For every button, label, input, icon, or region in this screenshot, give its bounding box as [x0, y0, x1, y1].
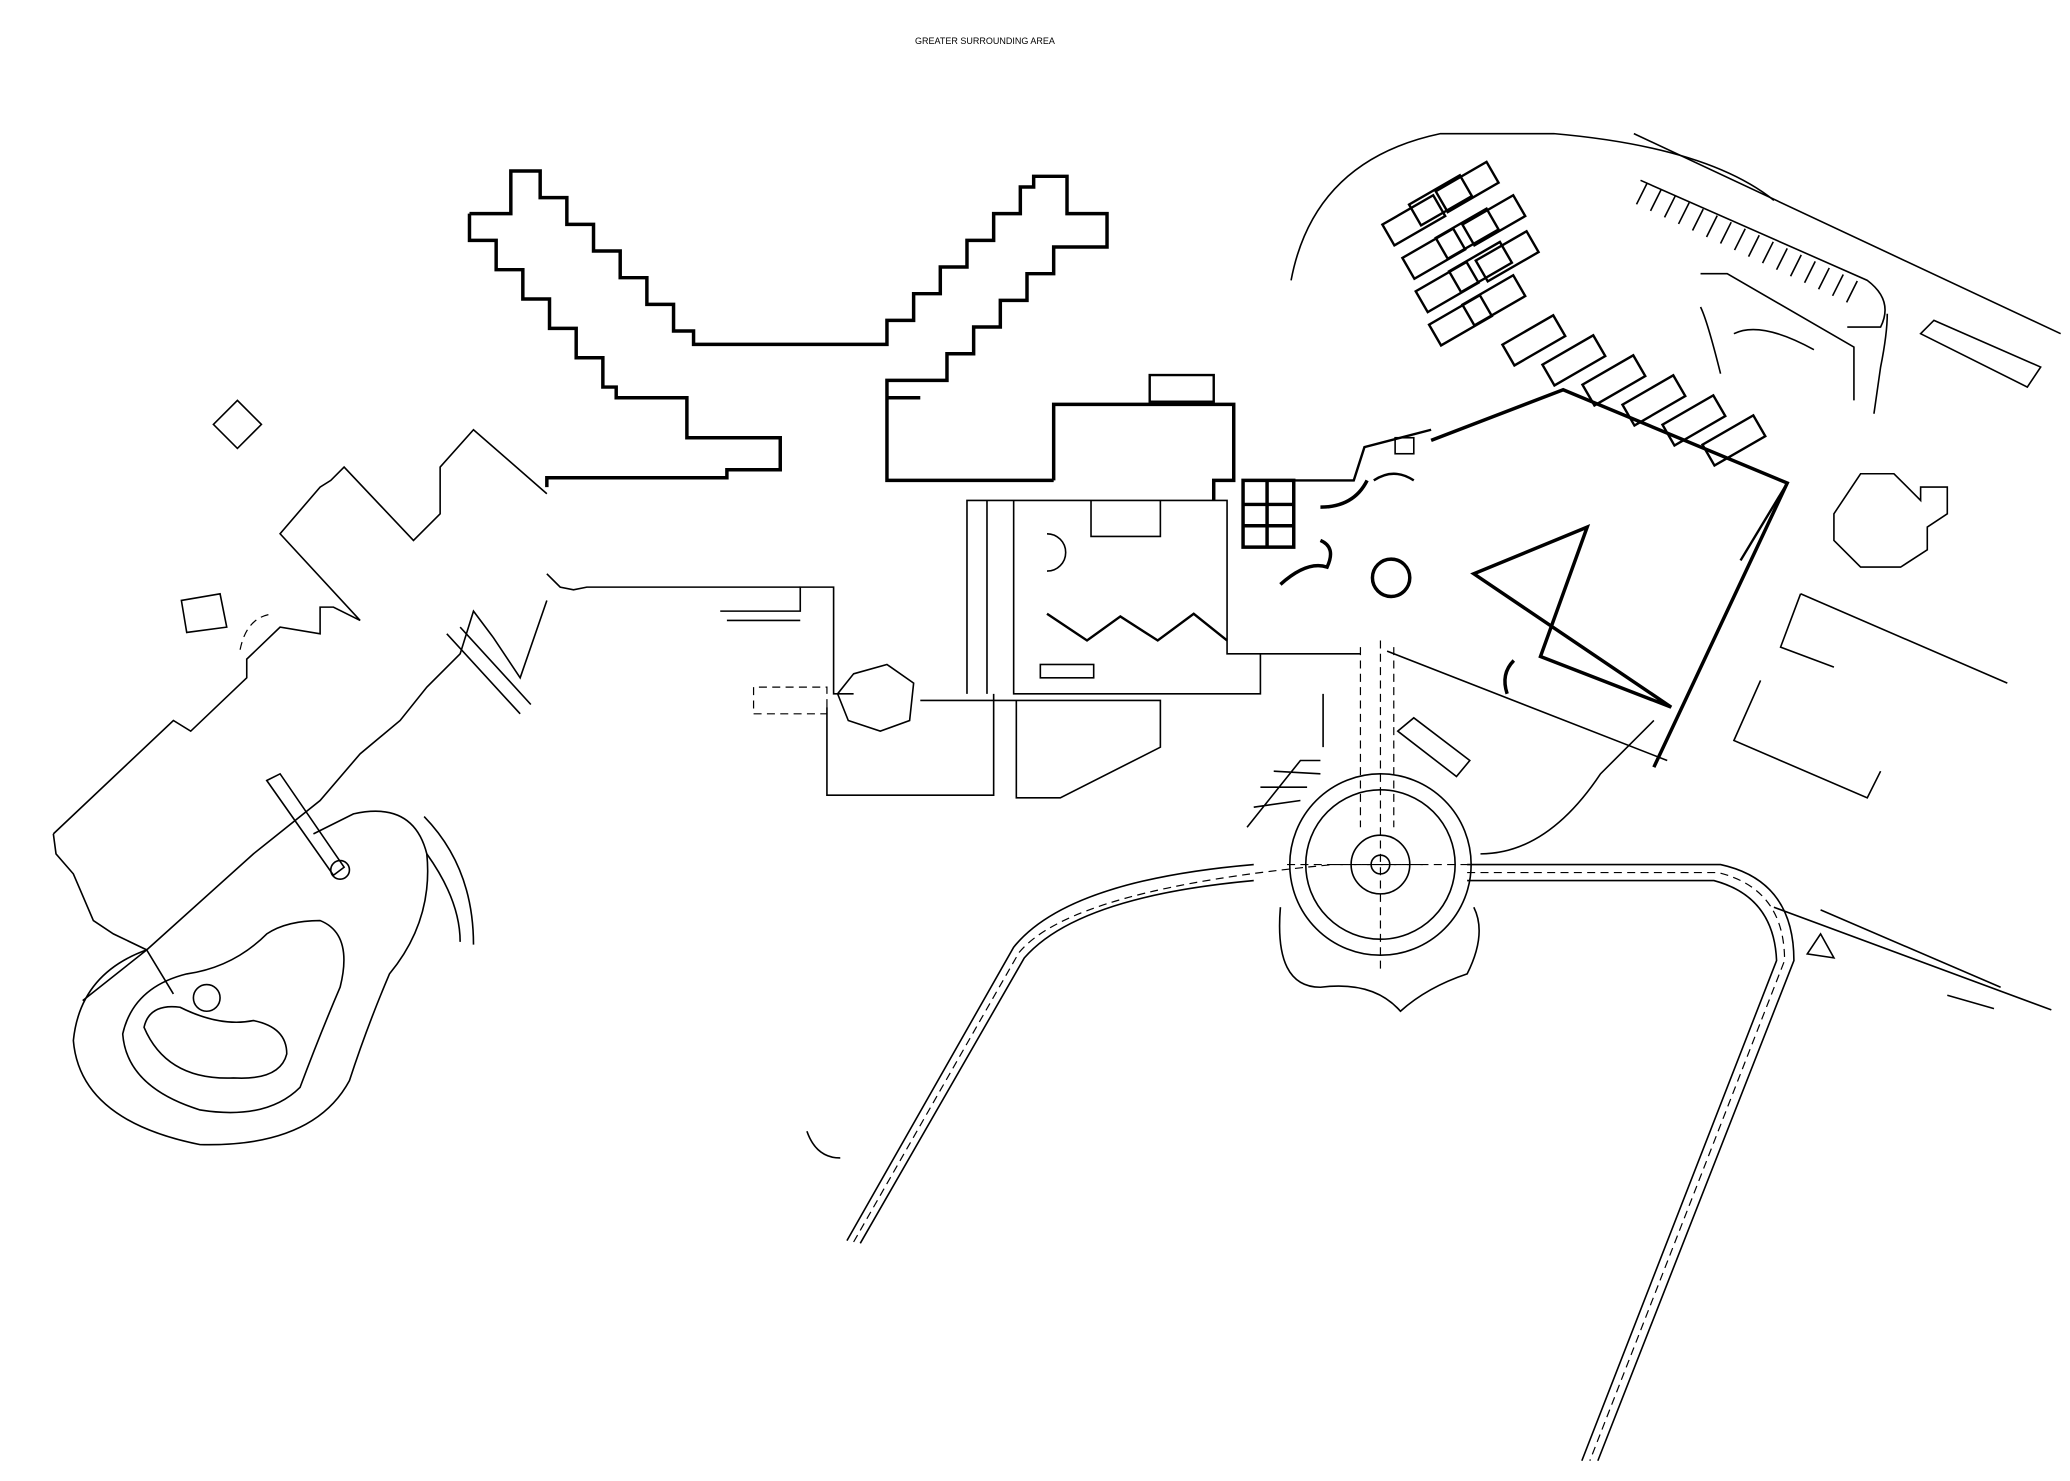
housing-block [1460, 273, 1527, 328]
housing-block [1620, 373, 1687, 428]
housing-block [1500, 313, 1567, 368]
housing-block [1700, 413, 1767, 468]
housing-block [1460, 193, 1527, 248]
drawing-title: GREATER SURROUNDING AREA [915, 36, 1055, 46]
parking-area [1633, 132, 2062, 414]
right-main-building [1290, 132, 1790, 768]
east-buildings [1732, 472, 2008, 799]
housing-block [1434, 160, 1501, 214]
housing-block [1427, 293, 1494, 348]
garden-pool-area [72, 772, 475, 1146]
housing-block [1380, 193, 1447, 248]
housing-block [1400, 226, 1467, 281]
stacked-housing-blocks [1380, 160, 1767, 468]
stepped-building-left-wing [467, 169, 1109, 488]
road-network [806, 719, 2052, 1462]
plaza [1279, 428, 1432, 599]
left-building-complex [52, 399, 548, 951]
roundabout [1246, 640, 1668, 1013]
housing-block [1580, 353, 1647, 408]
housing-block [1540, 333, 1607, 388]
housing-block [1414, 260, 1481, 314]
housing-block [1474, 229, 1541, 284]
housing-block [1660, 393, 1727, 448]
central-building [546, 373, 1361, 799]
